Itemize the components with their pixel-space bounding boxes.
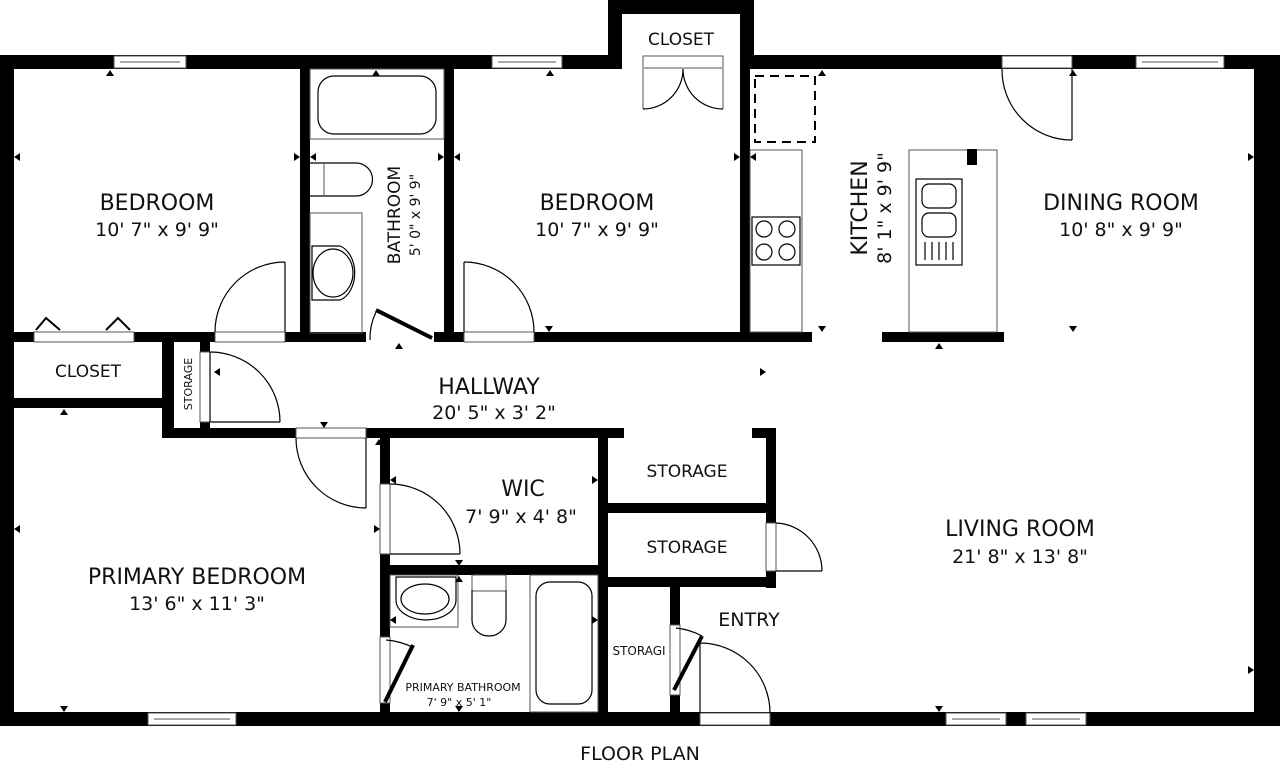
room-storage-upper: STORAGE [647,462,728,482]
door-swing-icon [1001,55,1073,141]
toilet-icon [310,162,374,197]
double-sink-icon [915,178,963,266]
door-swing-icon [642,55,724,110]
room-labels: BEDROOM 10' 7" x 9' 9" BATHROOM 5' 0" x … [55,30,1199,709]
bathtub-icon [529,574,599,713]
sink-icon [389,574,459,628]
room-bedroom-1: BEDROOM 10' 7" x 9' 9" [95,191,219,241]
room-name: LIVING ROOM [945,517,1095,542]
dimension-markers [14,70,1254,712]
room-name: PRIMARY BATHROOM [405,681,520,694]
windows [113,55,1225,726]
room-wic: WIC 7' 9" x 4' 8" [465,477,577,528]
door-swing-icon [214,261,286,343]
door-swing-icon [366,308,434,342]
room-name: BEDROOM [540,191,655,216]
window-icon [1135,55,1225,69]
room-dims: 7' 9" x 4' 8" [465,506,577,528]
door-swing-icon [765,522,823,572]
door-swing-icon [33,316,135,343]
room-dims: 20' 5" x 3' 2" [432,402,556,424]
room-name: CLOSET [55,362,122,382]
room-name: BATHROOM [385,166,405,264]
room-name: PRIMARY BEDROOM [88,565,306,590]
room-dining-room: DINING ROOM 10' 8" x 9' 9" [1043,191,1199,241]
room-dims: 10' 8" x 9' 9" [1059,219,1183,241]
window-icon [491,55,563,69]
bathtub-icon [309,68,445,140]
room-name: STORAGE [182,358,195,410]
room-closet-top: CLOSET [648,30,715,50]
room-name: STORAGE [647,538,728,558]
room-dims: 10' 7" x 9' 9" [95,219,219,241]
room-closet-left: CLOSET [55,362,122,382]
toilet-icon [471,574,507,637]
plan-title: FLOOR PLAN [580,743,700,765]
window-icon [113,55,187,69]
room-dims: 21' 8" x 13' 8" [952,546,1088,568]
room-dims: 5' 0" x 9' 9" [408,174,424,256]
room-name: STORAGI [612,644,665,658]
fixtures [309,68,998,713]
window-icon [147,712,237,726]
room-kitchen: KITCHEN 8' 1" x 9' 9" [848,152,896,264]
room-dims: 10' 7" x 9' 9" [535,219,659,241]
room-name: DINING ROOM [1043,191,1199,216]
room-primary-bathroom: PRIMARY BATHROOM 7' 9" x 5' 1" [405,681,520,709]
room-name: BEDROOM [100,191,215,216]
window-icon [945,712,1007,726]
room-entry: ENTRY [718,609,780,631]
door-swing-icon [669,624,704,696]
room-bathroom: BATHROOM 5' 0" x 9' 9" [385,166,424,264]
room-name: ENTRY [718,609,780,631]
window-icon [1025,712,1087,726]
room-dims: 13' 6" x 11' 3" [129,593,265,615]
room-name: CLOSET [648,30,715,50]
doors [33,55,1073,726]
room-dims: 7' 9" x 5' 1" [427,696,492,709]
room-living-room: LIVING ROOM 21' 8" x 13' 8" [945,517,1095,568]
door-swing-icon [699,642,771,726]
door-swing-icon [199,351,281,423]
room-bedroom-2: BEDROOM 10' 7" x 9' 9" [535,191,659,241]
room-name: KITCHEN [848,160,873,255]
refrigerator-outline-icon [754,75,816,143]
room-name: WIC [501,477,545,502]
room-storage-lower: STORAGE [647,538,728,558]
room-hallway: HALLWAY 20' 5" x 3' 2" [432,375,556,424]
door-swing-icon [379,483,461,555]
door-swing-icon [379,636,415,704]
door-swing-icon [463,261,535,343]
room-name: STORAGE [647,462,728,482]
room-name: HALLWAY [438,375,540,400]
stove-icon [751,216,801,266]
room-dims: 8' 1" x 9' 9" [874,152,896,264]
sink-icon [309,212,363,334]
room-storage-hall: STORAGE [182,358,195,410]
room-primary-bedroom: PRIMARY BEDROOM 13' 6" x 11' 3" [88,565,306,615]
door-swing-icon [295,427,367,509]
room-storage-entry: STORAGI [612,644,665,658]
